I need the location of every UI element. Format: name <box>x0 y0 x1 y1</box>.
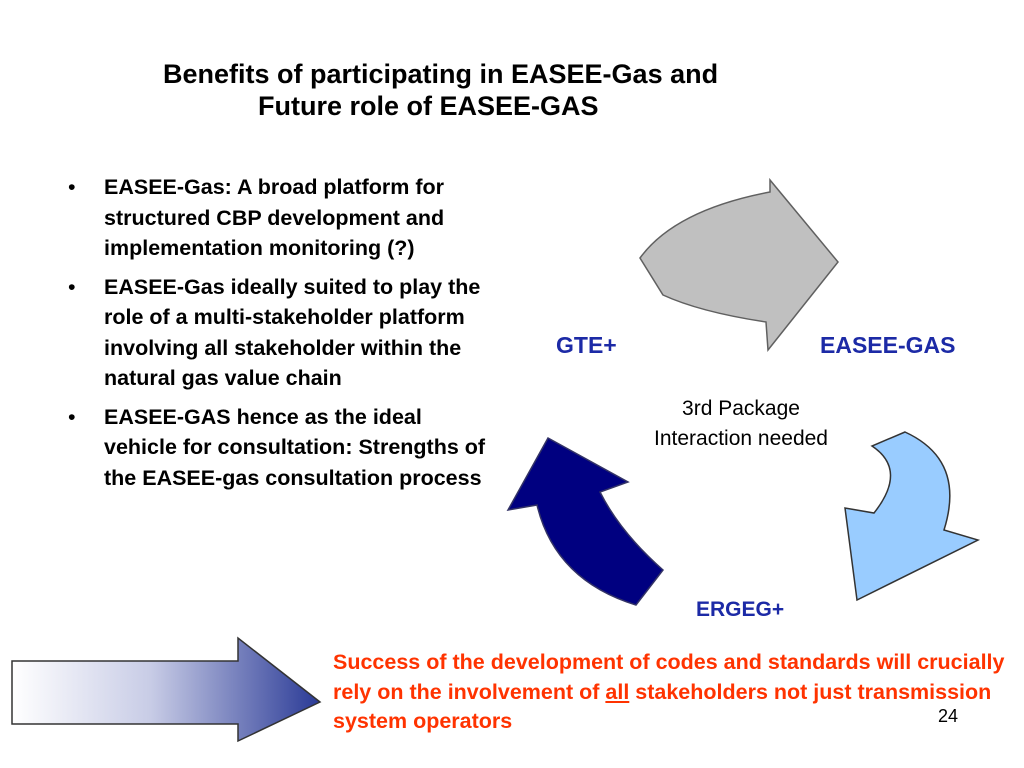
success-text-part-1: Success of the development of codes and … <box>333 650 1005 704</box>
bullet-list: • EASEE-Gas: A broad platform for struct… <box>62 172 492 501</box>
big-right-arrow <box>11 636 322 743</box>
bullet-text: EASEE-Gas ideally suited to play the rol… <box>104 274 481 391</box>
bullet-marker: • <box>68 175 76 199</box>
bullet-item: • EASEE-Gas: A broad platform for struct… <box>62 172 492 264</box>
cycle-arrow-left <box>506 436 665 606</box>
bullet-marker: • <box>68 274 76 299</box>
bullet-item: • EASEE-GAS hence as the ideal vehicle f… <box>62 402 492 494</box>
label-gte: GTE+ <box>556 332 617 358</box>
bullet-text: EASEE-Gas: A broad platform for structur… <box>104 175 445 260</box>
bullet-marker: • <box>68 404 76 429</box>
title-line-2: Future role of EASEE-GAS <box>258 91 599 121</box>
cycle-arrow-top <box>639 177 839 352</box>
success-statement: Success of the development of codes and … <box>333 648 1023 737</box>
label-easee-gas: EASEE-GAS <box>820 332 956 358</box>
bullet-text: EASEE-GAS hence as the ideal vehicle for… <box>104 404 486 490</box>
label-ergeg: ERGEG+ <box>696 598 785 621</box>
center-text-line-2: Interaction needed <box>654 427 828 450</box>
success-emphasis: all <box>605 679 630 704</box>
title-line-1: Benefits of participating in EASEE-Gas a… <box>163 59 719 89</box>
page-number: 24 <box>938 706 959 726</box>
success-text-part-2: stakeholders not just transmission syste… <box>333 679 992 734</box>
center-text-line-1: 3rd Package <box>682 397 800 420</box>
cycle-arrow-right <box>844 431 981 602</box>
bullet-item: • EASEE-Gas ideally suited to play the r… <box>62 272 492 394</box>
cycle-center-text: 3rd Package Interaction needed <box>622 394 860 454</box>
